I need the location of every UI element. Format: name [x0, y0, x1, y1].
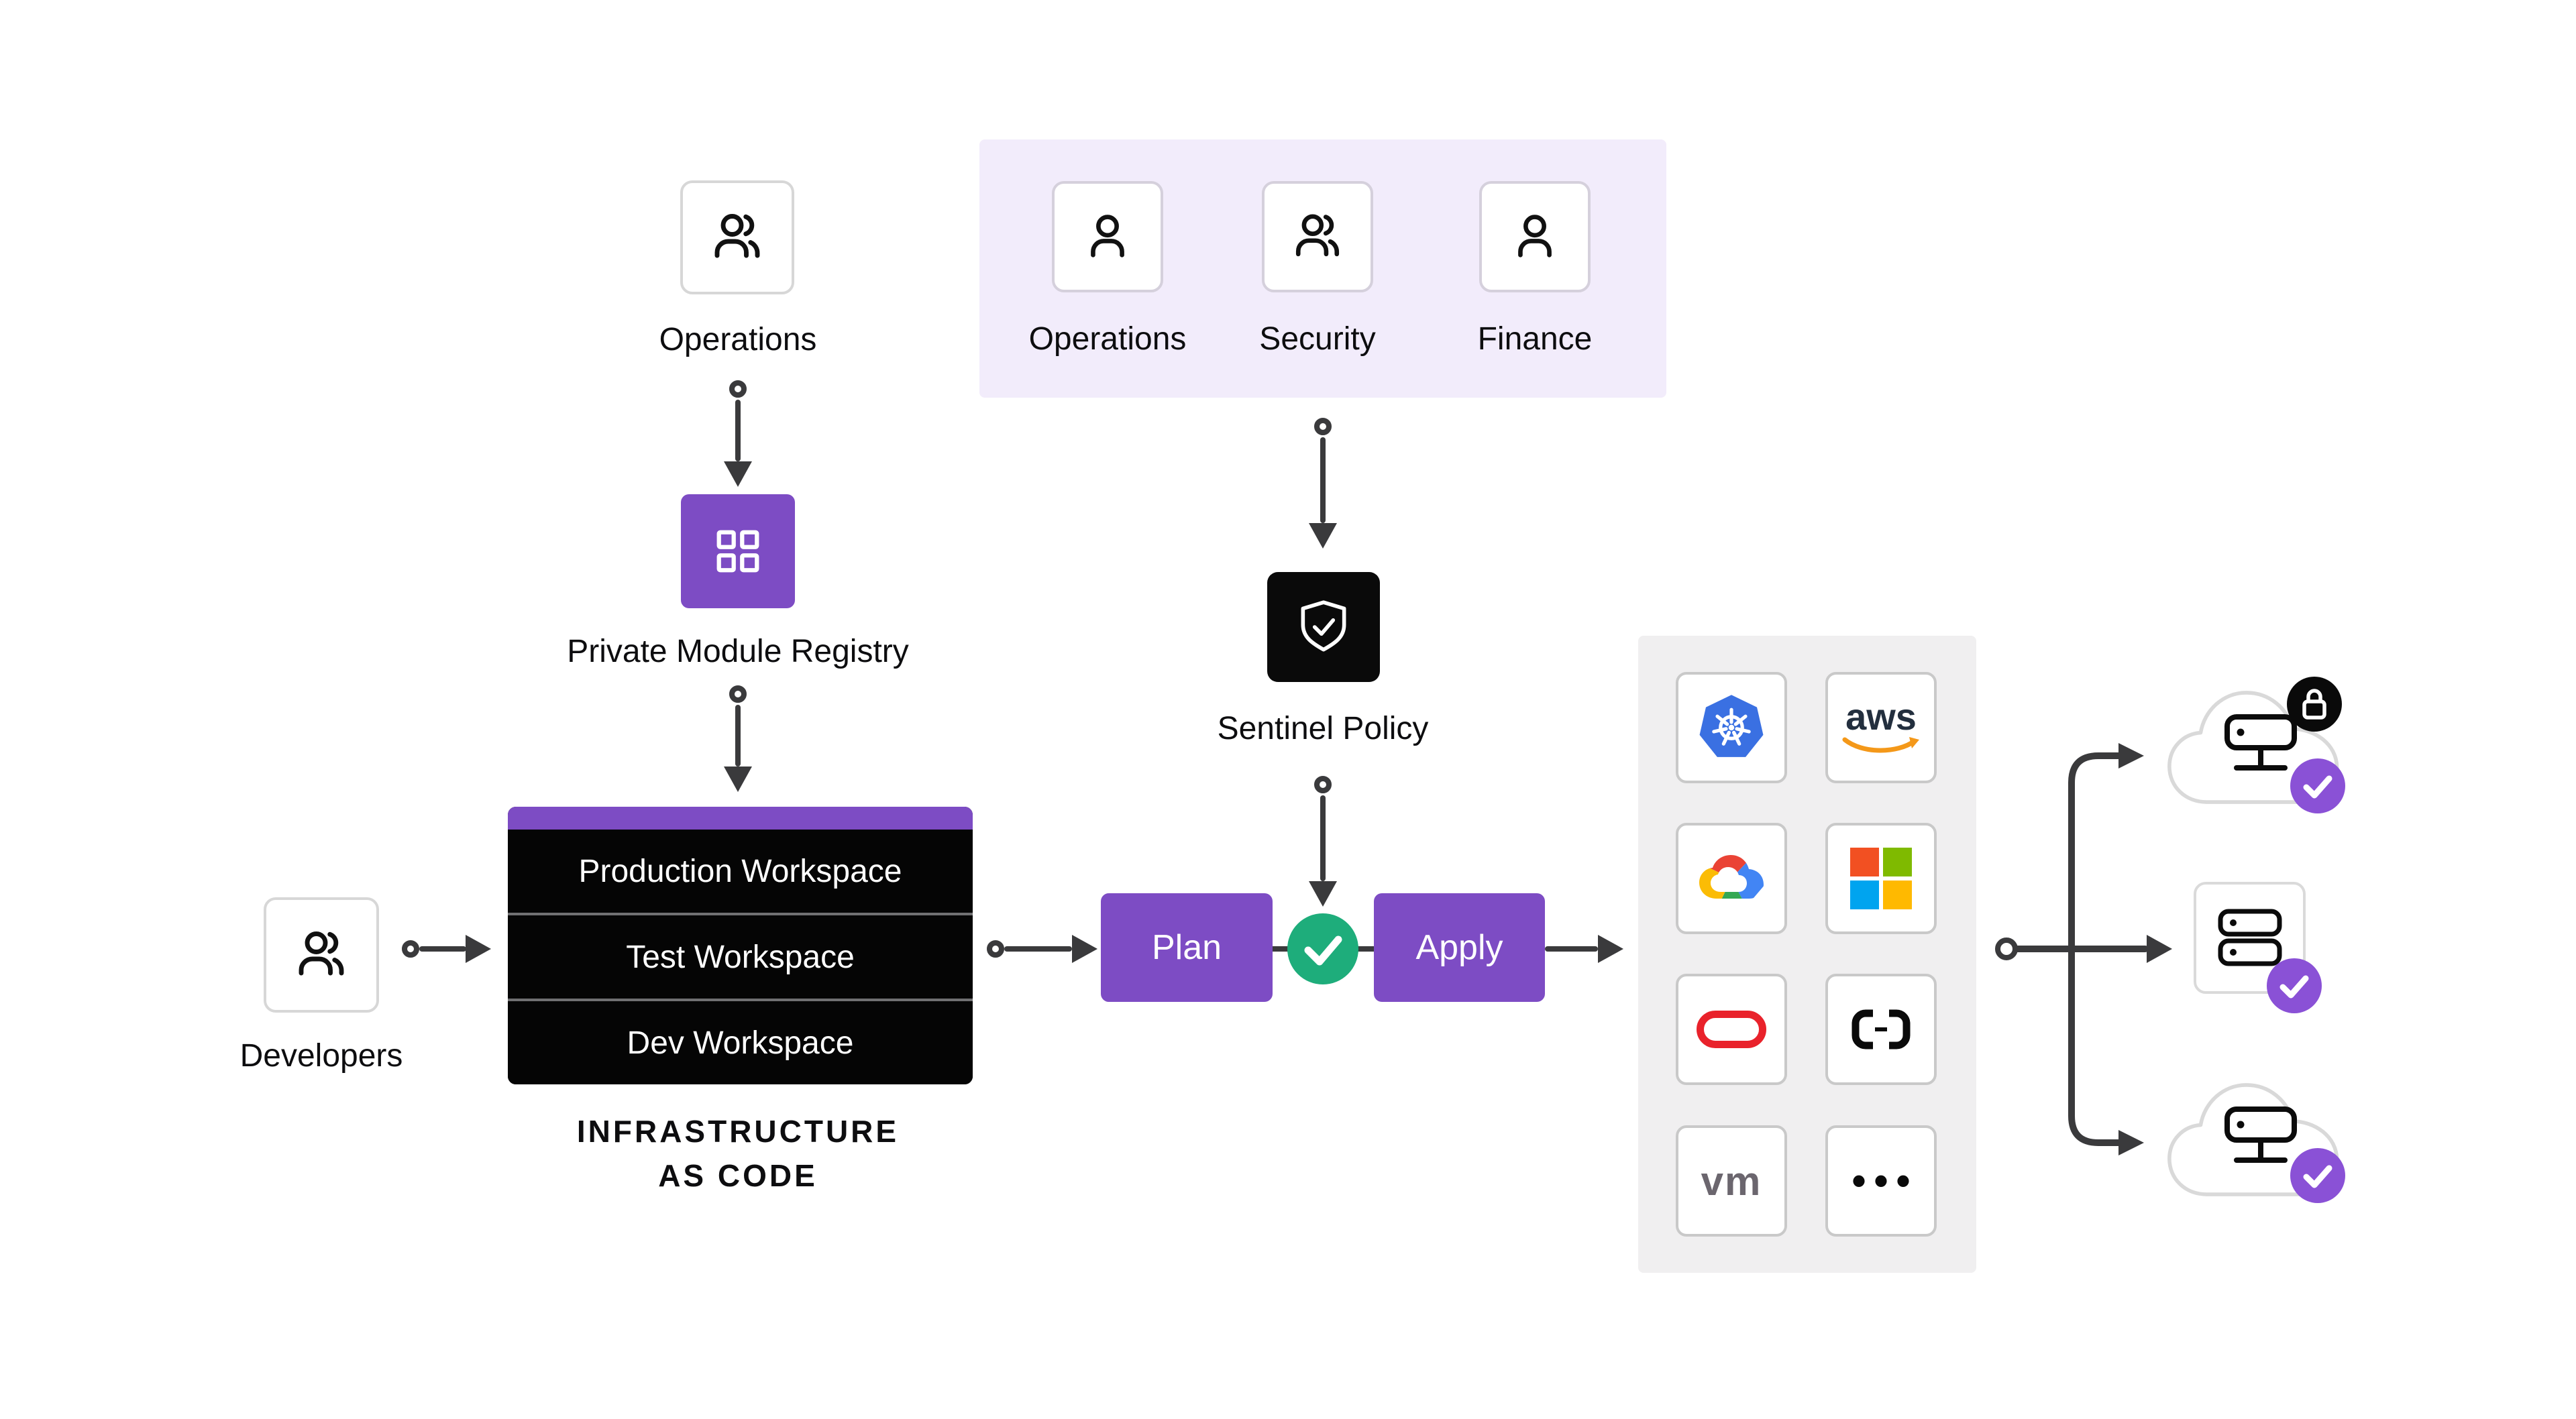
target-datacenter: [2194, 882, 2348, 1036]
check-badge: [2290, 758, 2345, 813]
operations-top-box: [680, 180, 794, 294]
sentinel-policy-box: [1267, 572, 1380, 682]
alibaba-cloud-icon: [1851, 1009, 1911, 1049]
person-icon: [1518, 215, 1552, 258]
arrow-head-down: [724, 461, 752, 487]
kubernetes-icon: [1699, 695, 1764, 757]
check-icon: [1304, 935, 1342, 966]
apply-step: Apply: [1374, 893, 1545, 1002]
lock-badge: [2287, 677, 2342, 732]
vmware-icon: vm: [1701, 1158, 1762, 1204]
team-security-label: Security: [1259, 321, 1376, 357]
check-icon: [2303, 1165, 2332, 1188]
provider-microsoft-azure: [1825, 823, 1937, 934]
arrow-start-dot: [729, 685, 747, 703]
plan-step: Plan: [1101, 893, 1273, 1002]
target-public-cloud: [2143, 1060, 2365, 1214]
microsoft-icon: [1850, 848, 1912, 909]
arrow-line: [1004, 946, 1072, 952]
arrow-head-right: [1072, 935, 1097, 963]
apply-label: Apply: [1415, 928, 1503, 967]
people-icon: [299, 931, 344, 976]
aws-icon: aws: [1841, 698, 1921, 757]
check-badge: [2290, 1148, 2345, 1203]
workspace-stack: Production Workspace Test Workspace Dev …: [508, 807, 973, 1084]
person-icon: [1091, 215, 1124, 258]
developers-box: [264, 897, 379, 1013]
aws-smile-icon: [1842, 737, 1919, 753]
team-security-box: [1262, 181, 1373, 292]
iac-caption-line2: AS CODE: [658, 1158, 818, 1193]
aws-wordmark: aws: [1845, 695, 1917, 738]
check-icon: [2279, 975, 2309, 999]
provider-oracle: [1676, 974, 1787, 1085]
provider-more: •••: [1825, 1125, 1937, 1237]
arrow-line: [735, 400, 741, 461]
check-badge: [2267, 958, 2322, 1013]
arrow-line: [735, 705, 741, 767]
people-icon: [714, 214, 760, 258]
arrow-head-down: [1309, 881, 1337, 907]
ellipsis-icon: •••: [1851, 1158, 1919, 1203]
plan-label: Plan: [1151, 928, 1222, 967]
provider-google-cloud: [1676, 823, 1787, 934]
workspace-row-dev: Dev Workspace: [508, 1001, 973, 1084]
divider: [508, 913, 973, 915]
server-icon: [2224, 714, 2297, 771]
provider-vmware: vm: [1676, 1125, 1787, 1237]
arrow-line: [419, 946, 466, 952]
provider-kubernetes: [1676, 672, 1787, 783]
arrow-head-down: [1309, 523, 1337, 549]
server-stack-icon: [2218, 909, 2282, 966]
divider: [508, 999, 973, 1001]
operations-top-label: Operations: [659, 322, 817, 357]
module-grid-icon: [716, 530, 759, 573]
team-operations-label: Operations: [1028, 321, 1187, 357]
arrow-start-dot: [402, 940, 419, 958]
target-private-cloud: [2143, 667, 2365, 821]
arrow-line: [1320, 437, 1326, 523]
private-module-registry-label: Private Module Registry: [567, 634, 909, 669]
arrow-head-down: [724, 767, 752, 792]
team-finance-box: [1479, 181, 1591, 292]
google-cloud-icon: [1699, 855, 1764, 899]
oracle-icon: [1697, 1011, 1766, 1048]
branch-connector: [1995, 743, 2172, 1155]
workspace-row-test: Test Workspace: [508, 915, 973, 999]
arrow-head-right: [1598, 935, 1623, 963]
arrow-start-dot: [987, 940, 1004, 958]
arrow-start-dot: [1314, 418, 1332, 435]
arrow-start-dot: [729, 380, 747, 398]
check-icon: [2303, 775, 2332, 799]
workspace-row-production: Production Workspace: [508, 830, 973, 913]
sentinel-policy-label: Sentinel Policy: [1217, 711, 1429, 746]
stack-purple-bar: [508, 807, 973, 830]
provider-alibaba-cloud: [1825, 974, 1937, 1085]
arrow-head-right: [466, 935, 491, 963]
private-module-registry-box: [681, 494, 795, 608]
people-icon: [1295, 214, 1340, 257]
team-finance-label: Finance: [1477, 321, 1593, 357]
shield-check-icon: [1301, 600, 1346, 652]
server-icon: [2224, 1106, 2297, 1163]
team-operations-box: [1052, 181, 1163, 292]
lock-icon: [2302, 689, 2326, 720]
policy-pass-check: [1287, 913, 1358, 984]
arrow-start-dot: [1314, 776, 1332, 793]
provider-aws: aws: [1825, 672, 1937, 783]
arrow-line: [1545, 946, 1598, 952]
developers-label: Developers: [239, 1038, 403, 1074]
arrow-line: [1320, 795, 1326, 881]
iac-caption-line1: INFRASTRUCTURE: [576, 1114, 900, 1149]
